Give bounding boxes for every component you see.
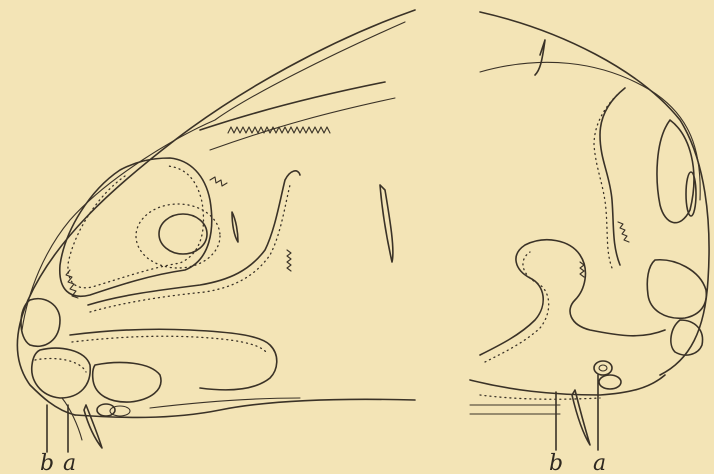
right-chamber-3 — [671, 320, 703, 355]
left-label-a: a — [63, 451, 76, 474]
left-tooth-line — [62, 398, 82, 440]
left-eye — [159, 214, 207, 254]
right-serrations-2 — [580, 262, 584, 277]
left-skull-drawing — [17, 10, 415, 452]
left-nostril-2 — [110, 406, 130, 416]
left-snout-dotted — [35, 359, 86, 373]
right-jaw-dotted — [480, 395, 600, 399]
left-mid-serrations — [287, 250, 291, 271]
left-inner-outline — [22, 22, 405, 330]
right-skull-drawing — [470, 12, 709, 450]
left-lower-dotted — [72, 336, 266, 352]
right-nostril-2 — [599, 375, 621, 389]
right-label-a: a — [593, 451, 606, 474]
right-label-b: b — [549, 451, 563, 474]
left-snout-chamber-2 — [32, 348, 90, 398]
left-orbit-serrations — [66, 270, 78, 298]
right-slit — [686, 172, 696, 216]
left-label-b: b — [40, 451, 54, 474]
right-inner-outline — [480, 62, 700, 200]
center-slit — [380, 185, 393, 262]
left-upper-serrations — [210, 177, 227, 186]
left-mid-dotted — [90, 185, 290, 312]
right-top-branch — [535, 40, 545, 75]
left-snout-chamber-3 — [93, 362, 161, 402]
right-serrations-1 — [618, 222, 629, 242]
left-lower-canal — [70, 329, 277, 390]
left-small-slit — [232, 212, 238, 242]
right-wiggly-canal — [480, 240, 665, 355]
right-canal-1-dotted — [594, 95, 617, 268]
right-canal-1 — [600, 88, 625, 265]
left-orbit-frame — [60, 158, 212, 296]
right-nostril-inner — [599, 365, 607, 371]
right-nostril — [594, 361, 612, 375]
right-jaw-line — [470, 375, 665, 395]
right-wiggly-dotted — [485, 252, 549, 362]
right-chamber-2 — [647, 260, 706, 318]
right-outer-outline — [480, 12, 709, 375]
left-tooth — [84, 405, 102, 448]
left-serrations — [228, 127, 330, 133]
